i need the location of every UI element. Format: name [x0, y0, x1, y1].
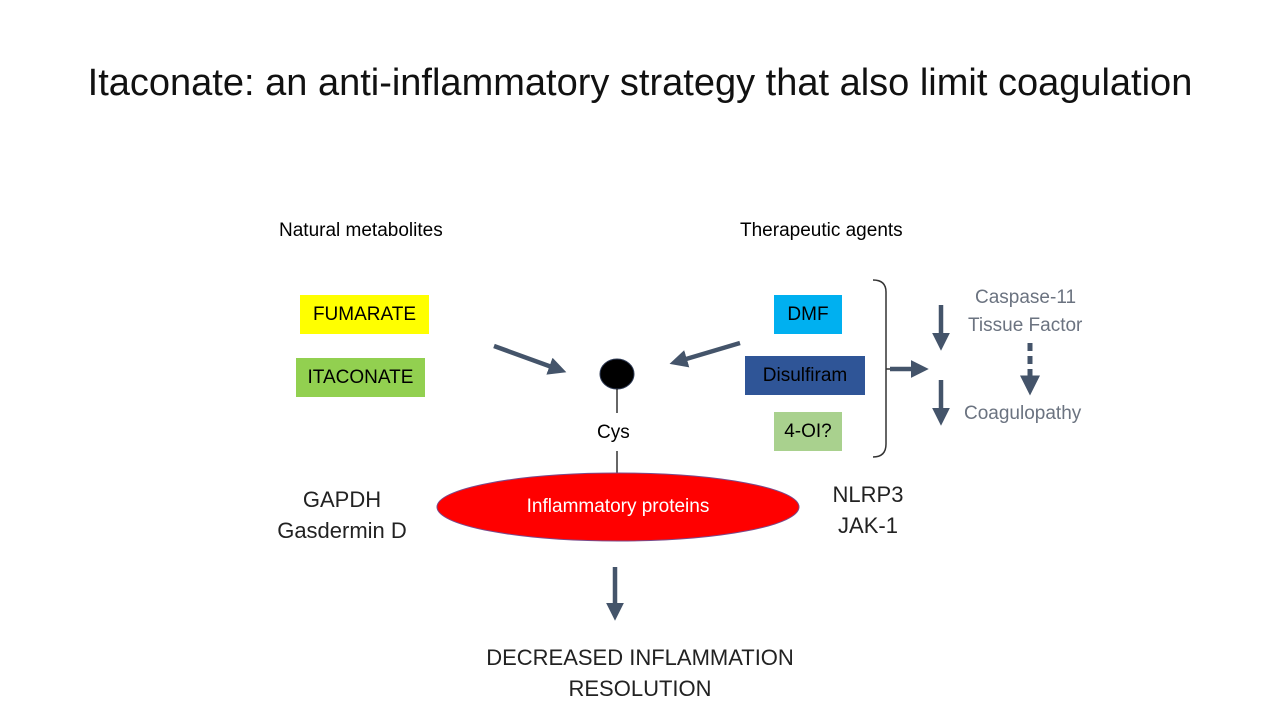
coagulopathy-label: Coagulopathy	[964, 403, 1082, 424]
gapdh-label: GAPDH	[302, 487, 382, 512]
natural-metabolites-header: Natural metabolites	[279, 220, 443, 241]
arrow-therapeutic-to-cys	[669, 340, 741, 368]
inflammatory-proteins-ellipse	[436, 472, 800, 542]
right-examples: NLRP3 JAK-1	[818, 479, 918, 541]
cysteine-dot	[599, 358, 635, 390]
fumarate-box: FUMARATE	[300, 295, 429, 334]
cys-label: Cys	[597, 422, 630, 443]
left-examples: GAPDH Gasdermin D	[262, 484, 422, 546]
4-oi-box: 4-OI?	[774, 412, 842, 451]
dmf-box: DMF	[774, 295, 842, 334]
slide-title: Itaconate: an anti-inflammatory strategy…	[87, 62, 1193, 104]
bracket	[872, 279, 887, 458]
decreased-inflammation-label: DECREASED INFLAMMATION	[486, 645, 794, 670]
result-text: DECREASED INFLAMMATION RESOLUTION	[440, 642, 840, 704]
therapeutic-agents-header: Therapeutic agents	[740, 220, 903, 241]
nlrp3-label: NLRP3	[832, 482, 904, 507]
inflammatory-proteins-label: Inflammatory proteins	[526, 496, 710, 517]
caspase-11-label: Caspase-11	[975, 287, 1077, 308]
arrow-natural-to-cys	[493, 343, 567, 375]
itaconate-box: ITACONATE	[296, 358, 425, 397]
tissue-factor-label: Tissue Factor	[968, 315, 1083, 336]
jak-1-label: JAK-1	[838, 513, 898, 538]
gasdermin-d-label: Gasdermin D	[277, 518, 407, 543]
disulfiram-box: Disulfiram	[745, 356, 865, 395]
resolution-label: RESOLUTION	[568, 676, 712, 701]
